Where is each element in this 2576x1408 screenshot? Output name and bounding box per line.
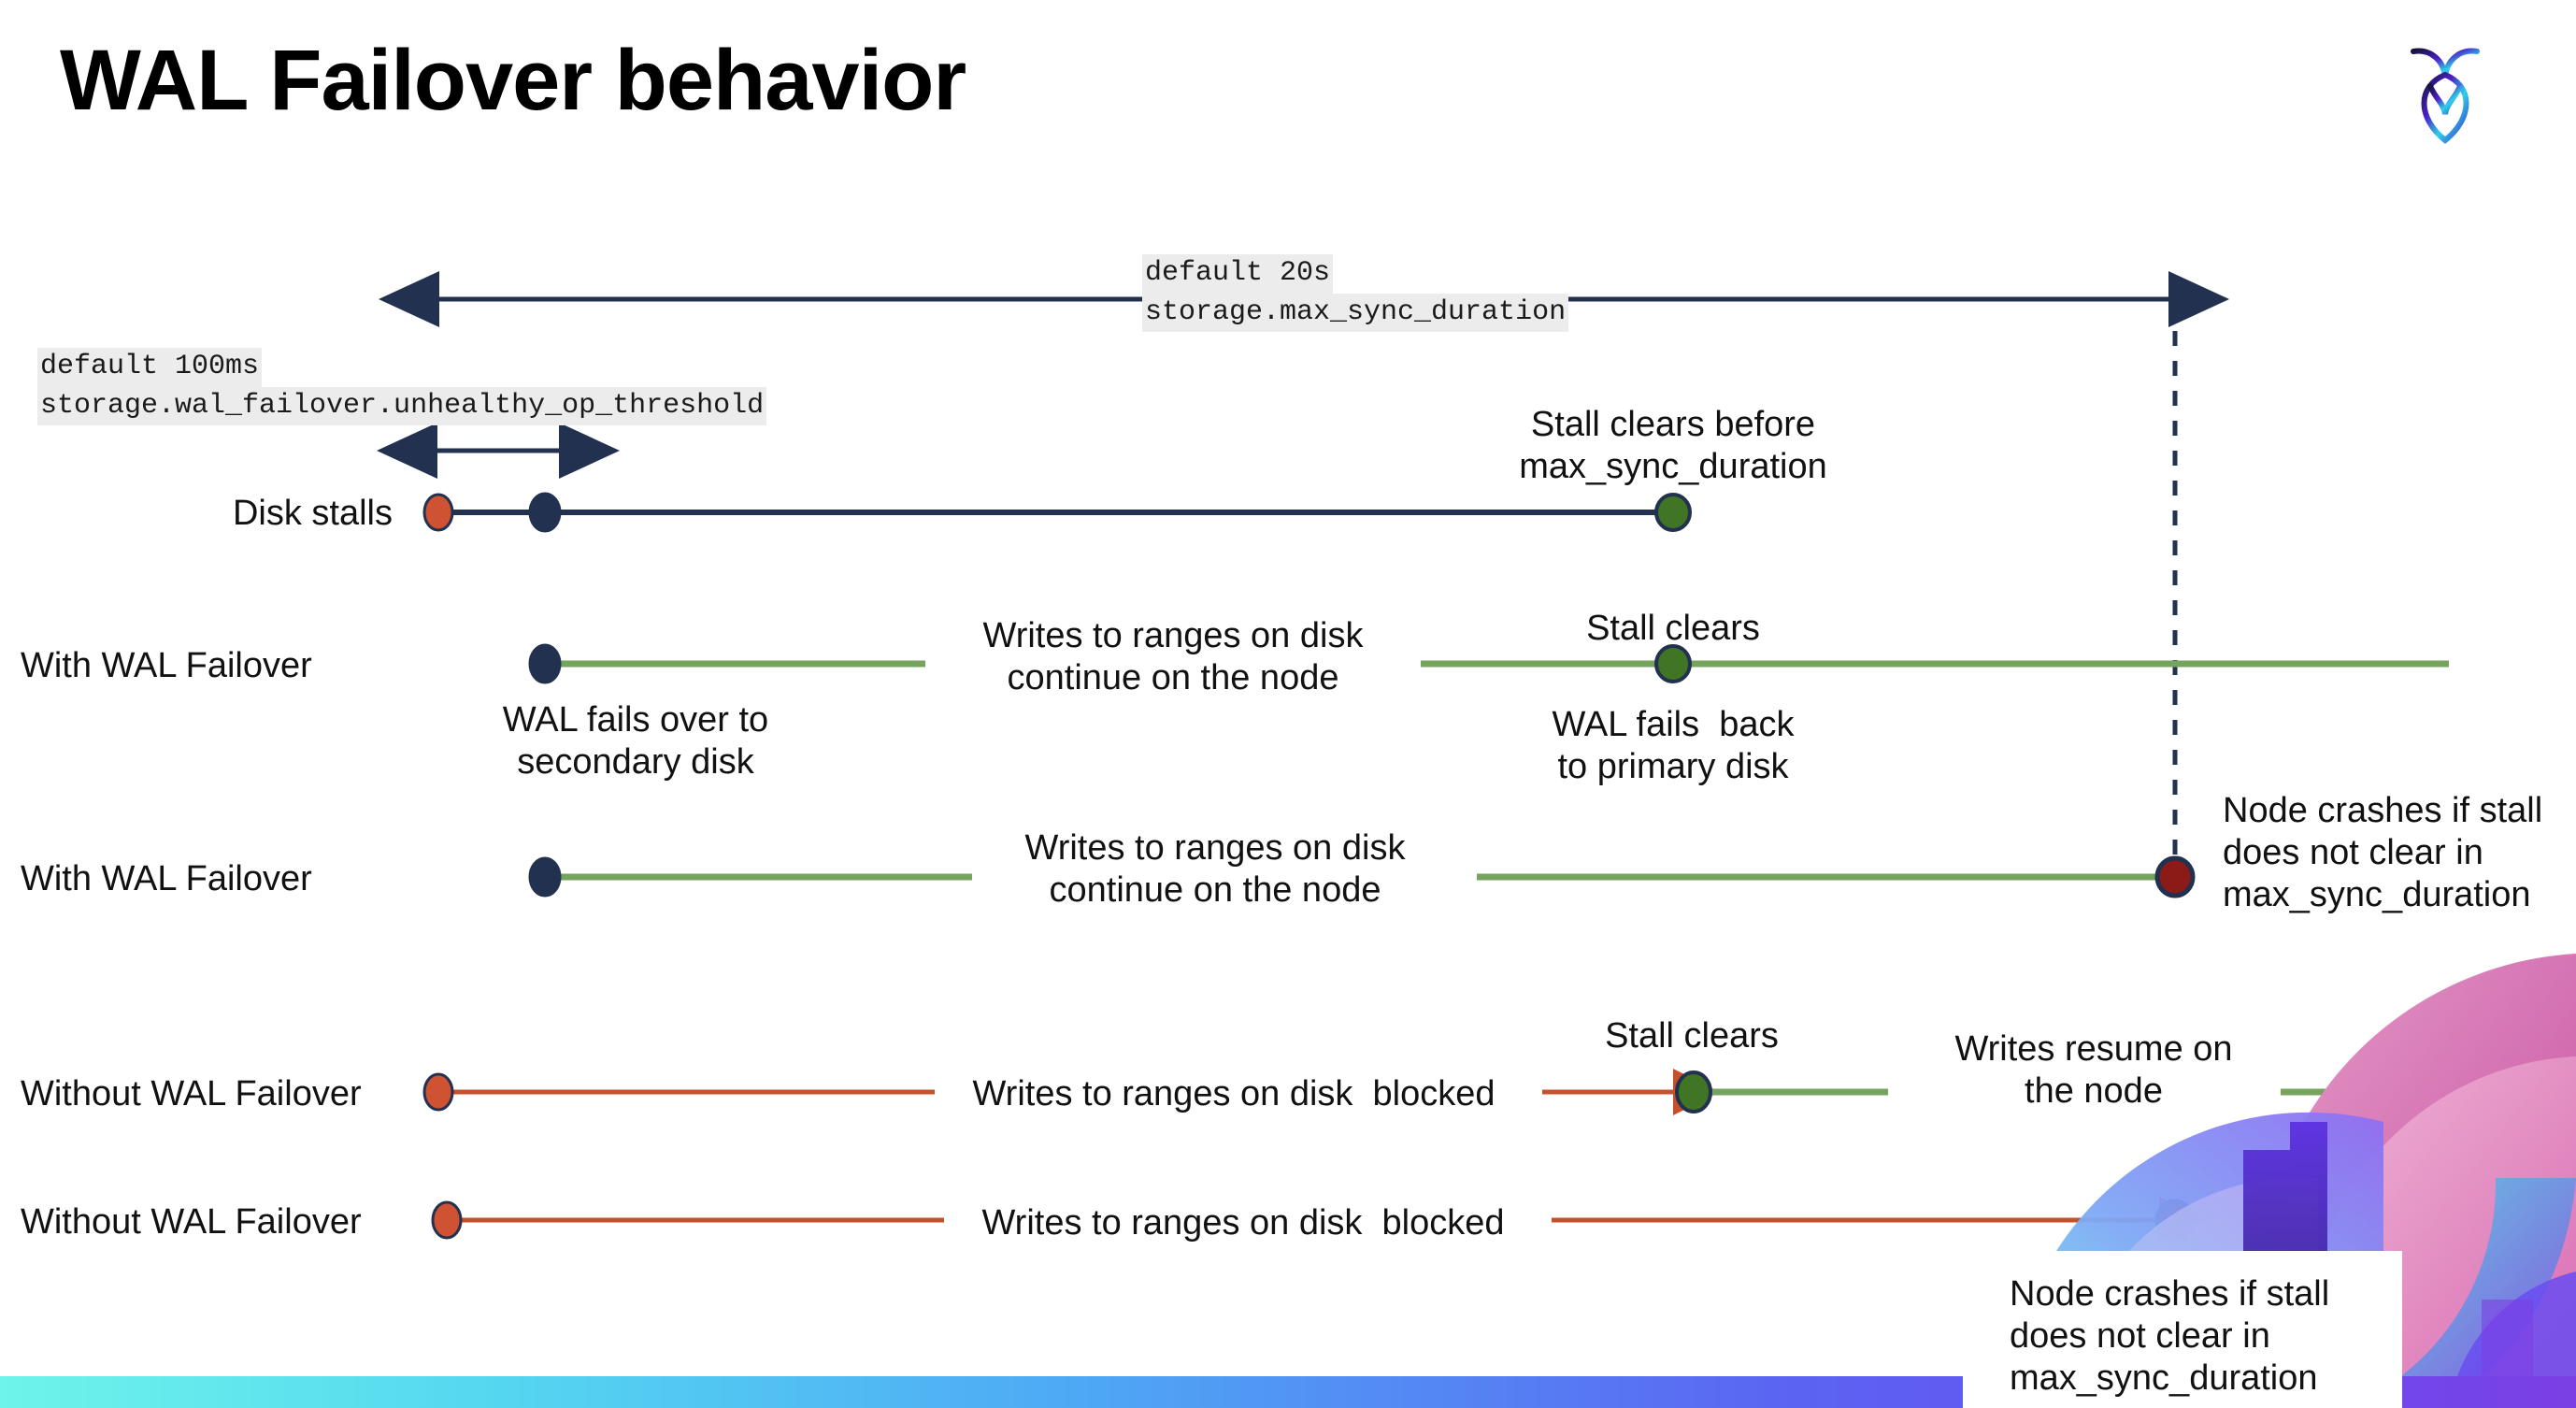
row-label-without-wal-failover-2: Without WAL Failover xyxy=(21,1202,362,1242)
note-writes-blocked-row5: Writes to ranges on disk blocked xyxy=(981,1203,1505,1243)
note-wal-fails-back-primary: WAL fails back to primary disk xyxy=(1552,705,1795,786)
row-label-without-wal-failover-1: Without WAL Failover xyxy=(21,1074,362,1113)
note-stall-clears-row4: Stall clears xyxy=(1605,1016,1779,1056)
row-with-wal-failover-recovers-track xyxy=(528,643,2449,684)
max-sync-duration-setting: storage.max_sync_duration xyxy=(1142,293,1569,333)
row-label-with-wal-failover-2: With WAL Failover xyxy=(21,859,312,898)
row-label-with-wal-failover-1: With WAL Failover xyxy=(21,646,312,685)
note-stall-clears-row2: Stall clears xyxy=(1586,609,1760,648)
page-title: WAL Failover behavior xyxy=(60,33,966,128)
node-crash-callout-box: Node crashes if stall does not clear in … xyxy=(1963,1251,2402,1408)
unhealthy-op-threshold-setting: storage.wal_failover.unhealthy_op_thresh… xyxy=(37,386,767,426)
note-wal-fails-over-secondary: WAL fails over to secondary disk xyxy=(502,700,769,782)
unhealthy-op-threshold-annotation: default 100ms storage.wal_failover.unhea… xyxy=(37,348,767,426)
note-writes-resume-row4: Writes resume on the node xyxy=(1954,1029,2233,1111)
note-writes-continue-row3: Writes to ranges on disk continue on the… xyxy=(1024,828,1406,910)
note-node-crashes-row5: Node crashes if stall does not clear in … xyxy=(2010,1274,2330,1398)
note-writes-blocked-row4: Writes to ranges on disk blocked xyxy=(972,1074,1496,1113)
cockroachdb-logo-icon xyxy=(2389,28,2501,150)
row-disk-stalls-track xyxy=(422,492,1692,533)
row-with-wal-failover-crashes-track xyxy=(528,855,2196,898)
row-label-disk-stalls: Disk stalls xyxy=(232,494,393,533)
unhealthy-op-threshold-default: default 100ms xyxy=(37,348,263,387)
note-stall-clears-before-max-sync: Stall clears before max_sync_duration xyxy=(1519,405,1827,486)
note-node-crashes-row3: Node crashes if stall does not clear in … xyxy=(2223,791,2543,914)
note-writes-continue-row2: Writes to ranges on disk continue on the… xyxy=(982,616,1364,697)
max-sync-duration-default: default 20s xyxy=(1142,254,1334,294)
max-sync-duration-annotation: default 20s storage.max_sync_duration xyxy=(1142,254,1569,333)
